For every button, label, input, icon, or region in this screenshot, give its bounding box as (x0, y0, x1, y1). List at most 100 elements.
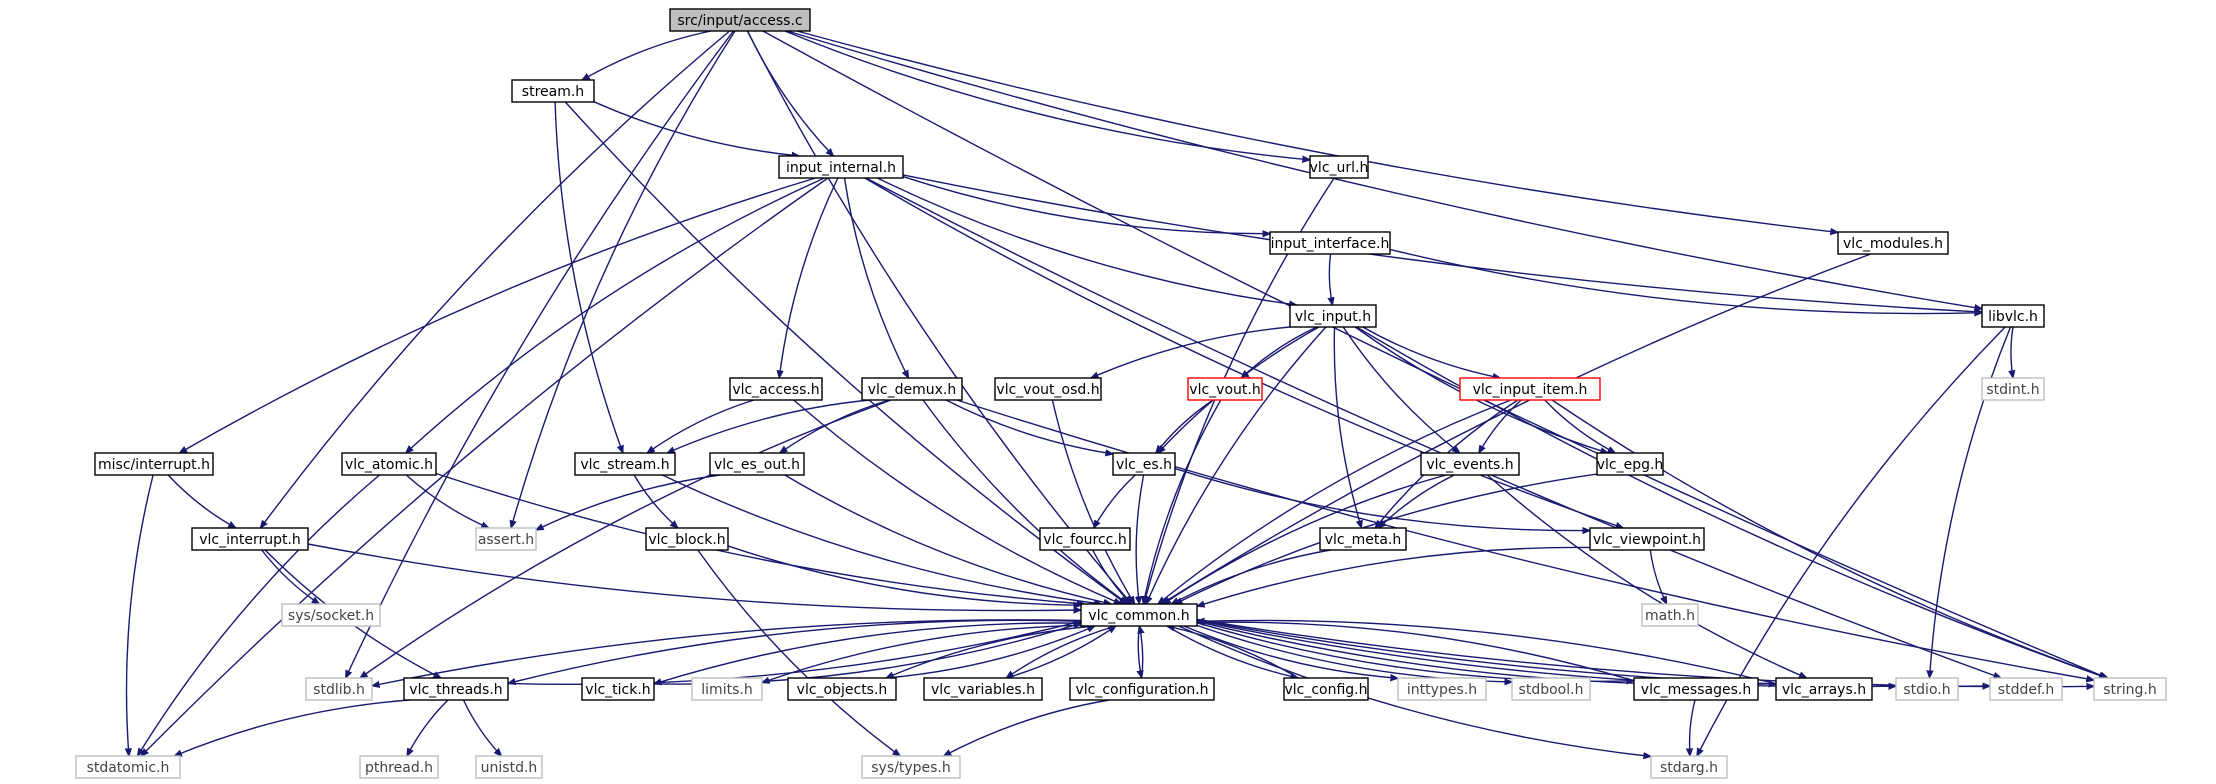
node-vlc-events-h[interactable]: vlc_events.h (1420, 452, 1520, 476)
node-box (1589, 527, 1705, 551)
node-vlc-tick-h[interactable]: vlc_tick.h (581, 677, 655, 701)
include-edge-vlc_atomic_h-to-vlc_common_h (435, 472, 1084, 605)
node-libvlc-h[interactable]: libvlc.h (1981, 304, 2045, 328)
node-vlc-viewpoint-h[interactable]: vlc_viewpoint.h (1589, 527, 1705, 551)
node-box (1269, 231, 1391, 255)
include-edge-vlc_interrupt_h-to-sys_socket_h (261, 549, 320, 604)
node-label: vlc_interrupt.h (199, 532, 301, 548)
node-box (1641, 603, 1699, 627)
include-edge-vlc_demux_h-to-string_h (956, 399, 2094, 680)
include-edge-vlc_es_out_h-to-assert_h (536, 474, 721, 530)
node-label: vlc_demux.h (868, 382, 957, 398)
include-edge-vlc_messages_h-to-stdarg_h (1690, 699, 1696, 756)
node-label: vlc_common.h (1088, 608, 1189, 624)
node-vlc-atomic-h[interactable]: vlc_atomic.h (341, 452, 437, 476)
node-vlc-fourcc-h[interactable]: vlc_fourcc.h (1039, 527, 1131, 551)
node-vlc-interrupt-h[interactable]: vlc_interrupt.h (191, 527, 309, 551)
node-label: vlc_input.h (1295, 309, 1371, 325)
node-label: vlc_events.h (1426, 457, 1513, 473)
node-vlc-config-h[interactable]: vlc_config.h (1283, 677, 1369, 701)
include-edge-vlc_es_h-to-vlc_fourcc_h (1094, 474, 1136, 528)
node-label: vlc_arrays.h (1782, 682, 1866, 698)
include-edge-access_c-to-vlc_interrupt_h (260, 30, 731, 528)
node-label: stdio.h (1903, 682, 1950, 698)
node-box (1187, 377, 1263, 401)
node-label: assert.h (478, 532, 534, 548)
node-label: stdarg.h (1660, 760, 1718, 776)
node-box (787, 677, 897, 701)
include-edge-input_internal_h-to-vlc_input_h (876, 177, 1296, 305)
node-vlc-demux-h[interactable]: vlc_demux.h (861, 377, 963, 401)
include-edge-vlc_threads_h-to-stdatomic_h (174, 699, 410, 757)
node-label: stdatomic.h (87, 760, 170, 776)
node-vlc-arrays-h[interactable]: vlc_arrays.h (1775, 677, 1873, 701)
include-edge-vlc_common_h-to-vlc_config_h (1166, 625, 1298, 678)
include-edge-vlc_es_out_h-to-vlc_common_h (784, 474, 1111, 604)
node-box (1069, 677, 1215, 701)
include-edge-input_internal_h-to-stddef_h (865, 177, 2001, 678)
node-vlc-stream-h[interactable]: vlc_stream.h (574, 452, 676, 476)
include-edge-access_c-to-vlc_common_h (746, 30, 1131, 604)
node-vlc-url-h[interactable]: vlc_url.h (1309, 155, 1369, 179)
node-vlc-input-h[interactable]: vlc_input.h (1289, 304, 1377, 328)
node-vlc-vout-osd-h[interactable]: vlc_vout_osd.h (994, 377, 1102, 401)
include-edge-stream_h-to-input_internal_h (593, 101, 799, 156)
node-vlc-block-h[interactable]: vlc_block.h (645, 527, 729, 551)
include-edge-stream_h-to-vlc_stream_h (554, 101, 623, 453)
node-vlc-epg-h[interactable]: vlc_epg.h (1596, 452, 1664, 476)
include-edge-input_internal_h-to-vlc_viewpoint_h (864, 177, 1623, 528)
node-box (1319, 527, 1407, 551)
include-edge-vlc_demux_h-to-vlc_common_h (922, 399, 1128, 604)
include-edge-vlc_threads_h-to-unistd_h (462, 699, 502, 756)
node-vlc-configuration-h[interactable]: vlc_configuration.h (1069, 677, 1215, 701)
node-label: vlc_threads.h (409, 682, 502, 698)
node-vlc-access-h[interactable]: vlc_access.h (729, 377, 823, 401)
node-vlc-objects-h[interactable]: vlc_objects.h (787, 677, 897, 701)
node-label: vlc_url.h (1310, 160, 1369, 176)
include-edge-vlc_block_h-to-sys_types_h (697, 549, 900, 756)
include-edge-vlc_input_item_h-to-vlc_events_h (1479, 399, 1522, 453)
node-vlc-messages-h[interactable]: vlc_messages.h (1633, 677, 1759, 701)
node-box (691, 677, 763, 701)
include-edge-vlc_demux_h-to-vlc_es_out_h (780, 399, 890, 453)
node-vlc-threads-h[interactable]: vlc_threads.h (403, 677, 509, 701)
node-vlc-es-out-h[interactable]: vlc_es_out.h (709, 452, 805, 476)
include-edge-vlc_demux_h-to-stdlib_h (360, 399, 892, 678)
include-edge-vlc_common_h-to-vlc_tick_h (654, 622, 1082, 684)
include-edge-vlc_input_h-to-vlc_events_h (1342, 326, 1460, 453)
node-box (729, 377, 823, 401)
include-edge-vlc_access_h-to-vlc_stream_h (647, 399, 755, 453)
node-vlc-meta-h[interactable]: vlc_meta.h (1319, 527, 1407, 551)
node-label: vlc_tick.h (585, 682, 650, 698)
node-label: vlc_objects.h (797, 682, 888, 698)
node-stream-h[interactable]: stream.h (511, 79, 595, 103)
node-box (778, 155, 904, 179)
node-access-c[interactable]: src/input/access.c (669, 8, 811, 32)
node-label: libvlc.h (1988, 309, 2038, 325)
include-edge-vlc_events_h-to-vlc_arrays_h (1486, 474, 1806, 679)
node-box (359, 755, 439, 779)
node-misc-interrupt-h[interactable]: misc/interrupt.h (94, 452, 214, 476)
node-label: stream.h (522, 84, 584, 100)
node-vlc-modules-h[interactable]: vlc_modules.h (1837, 231, 1949, 255)
node-input-interface-h[interactable]: input_interface.h (1269, 231, 1391, 255)
node-label: unistd.h (481, 760, 538, 776)
node-limits-h: limits.h (691, 677, 763, 701)
node-vlc-vout-h[interactable]: vlc_vout.h (1187, 377, 1263, 401)
include-edge-libvlc_h-to-stdio_h (1930, 326, 2012, 678)
include-edge-access_c-to-libvlc_h (787, 30, 1982, 309)
node-vlc-es-h[interactable]: vlc_es.h (1112, 452, 1176, 476)
node-vlc-variables-h[interactable]: vlc_variables.h (923, 677, 1043, 701)
include-edge-input_internal_h-to-stdatomic_h (141, 177, 829, 756)
node-label: math.h (1645, 608, 1695, 624)
include-edge-input_internal_h-to-vlc_demux_h (843, 177, 909, 378)
node-vlc-common-h[interactable]: vlc_common.h (1080, 603, 1198, 627)
include-edge-vlc_access_h-to-vlc_common_h (793, 399, 1122, 605)
node-label: sys/socket.h (288, 608, 374, 624)
node-box (709, 452, 805, 476)
node-vlc-input-item-h[interactable]: vlc_input_item.h (1459, 377, 1601, 401)
include-edge-vlc_atomic_h-to-assert_h (405, 474, 489, 529)
node-label: pthread.h (365, 760, 433, 776)
include-edge-access_c-to-vlc_url_h (784, 30, 1310, 160)
node-input-internal-h[interactable]: input_internal.h (778, 155, 904, 179)
